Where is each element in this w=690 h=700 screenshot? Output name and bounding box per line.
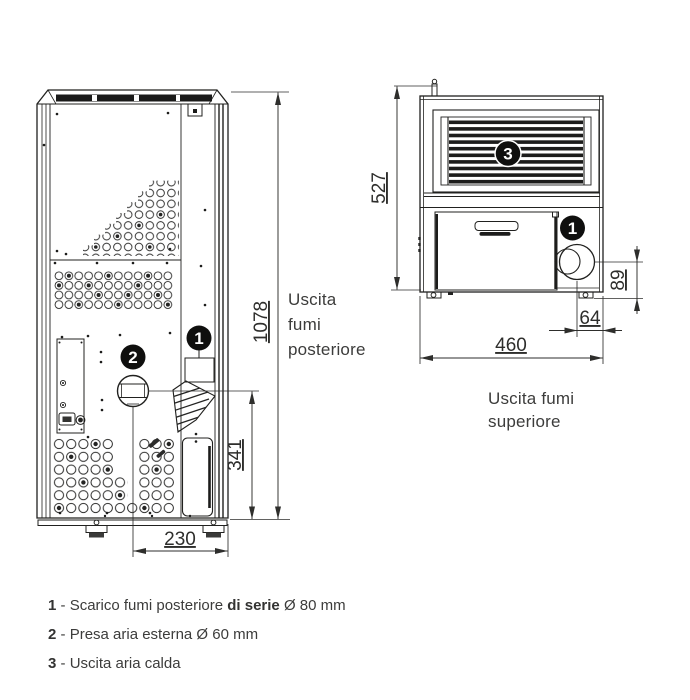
dimension-depth-527: 527 — [369, 85, 437, 291]
dim-depth-label: 527 — [369, 172, 390, 204]
rear-caption-line3: posteriore — [288, 340, 366, 359]
antenna — [431, 78, 438, 97]
rear-lower-drawer — [181, 437, 214, 517]
legend-2-suffix: Ø 60 mm — [196, 626, 259, 643]
hot-air-grille: 3 — [432, 109, 600, 193]
dim-width-label: 460 — [495, 335, 527, 356]
dimension-flue-offset-64: 64 — [549, 281, 622, 337]
power-socket-icon — [75, 415, 86, 425]
rear-caption-line1: Uscita — [288, 290, 337, 309]
legend-1-bold: di serie — [227, 597, 280, 614]
marker-2-number: 2 — [128, 348, 137, 367]
drawer-handle — [474, 221, 519, 236]
marker-3-badge: 3 — [494, 139, 522, 168]
marker-1-badge-top: 1 — [560, 215, 585, 241]
shelf-band — [420, 192, 603, 209]
legend-item-3: 3 - Uscita aria calda — [48, 656, 346, 672]
rear-view-drawing: 2 1 — [36, 89, 366, 557]
vga-connector-icon — [58, 412, 76, 426]
dimension-width-460: 460 — [419, 296, 604, 364]
legend-2-dash: - — [56, 626, 70, 643]
dimension-flue-offset-230: 230 — [132, 406, 229, 557]
top-view-caption: Uscita fumi superiore — [488, 389, 574, 431]
perforation-triangle-pattern — [83, 180, 179, 256]
dim-flue-offset-label: 64 — [579, 308, 601, 329]
legend-1-number: 1 — [48, 597, 57, 614]
legend-2-number: 2 — [48, 626, 57, 643]
panel-screws — [42, 111, 207, 515]
service-panel — [56, 338, 86, 434]
legend-item-2: 2 - Presa aria esterna Ø 60 mm — [48, 627, 346, 643]
top-caption-line1: Uscita fumi — [488, 389, 574, 408]
perforation-band-pattern — [54, 271, 173, 310]
top-flue-pipe — [554, 243, 599, 289]
legend-3-dash: - — [56, 655, 70, 672]
rear-caption-line2: fumi — [288, 315, 321, 334]
left-edge-ticks — [418, 237, 421, 252]
dim-height-label: 1078 — [251, 301, 272, 343]
perforation-bottom-pattern — [53, 438, 175, 515]
rear-flue-pipe — [172, 350, 216, 433]
marker-1-number-rear: 1 — [194, 329, 203, 348]
top-foot-right — [578, 291, 594, 299]
legend: 1 - Scarico fumi posteriore di serie Ø 8… — [48, 598, 346, 685]
legend-1-suffix: Ø 80 mm — [279, 597, 346, 614]
legend-1-text: Scarico fumi posteriore — [69, 597, 228, 614]
dimension-flue-height-89: 89 — [594, 246, 643, 314]
top-view-drawing: 3 1 — [369, 78, 643, 431]
rear-base — [37, 514, 228, 538]
dimension-flue-center-341: 341 — [148, 390, 259, 520]
dim-flue-height-label: 89 — [608, 269, 629, 290]
pellet-drawer — [434, 211, 559, 291]
top-caption-line2: superiore — [488, 412, 561, 431]
top-unit-outline — [419, 95, 604, 293]
air-intake-port — [116, 374, 150, 408]
marker-1-badge-rear: 1 — [186, 325, 212, 351]
small-fittings — [148, 438, 166, 458]
rear-foot-left — [85, 519, 108, 538]
legend-3-number: 3 — [48, 655, 57, 672]
top-foot-left — [426, 291, 453, 299]
rear-top-bracket — [187, 103, 203, 117]
marker-2-badge: 2 — [120, 344, 146, 370]
rear-view-caption: Uscita fumi posteriore — [288, 290, 366, 359]
dimension-height-1078: 1078 — [230, 91, 290, 520]
legend-item-1: 1 - Scarico fumi posteriore di serie Ø 8… — [48, 598, 346, 614]
legend-2-text: Presa aria esterna — [69, 626, 197, 643]
dim-flue-center-label: 341 — [225, 439, 246, 471]
stove-technical-drawing: 2 1 — [36, 78, 643, 557]
perforation-accents — [56, 212, 171, 511]
marker-3-number: 3 — [503, 145, 512, 164]
rear-foot-right — [202, 519, 225, 538]
rear-top-plate — [56, 94, 212, 102]
dim-flue-offset-label: 230 — [164, 529, 196, 550]
legend-3-text: Uscita aria calda — [69, 655, 181, 672]
legend-1-dash: - — [56, 597, 70, 614]
marker-1-number-top: 1 — [568, 219, 577, 238]
